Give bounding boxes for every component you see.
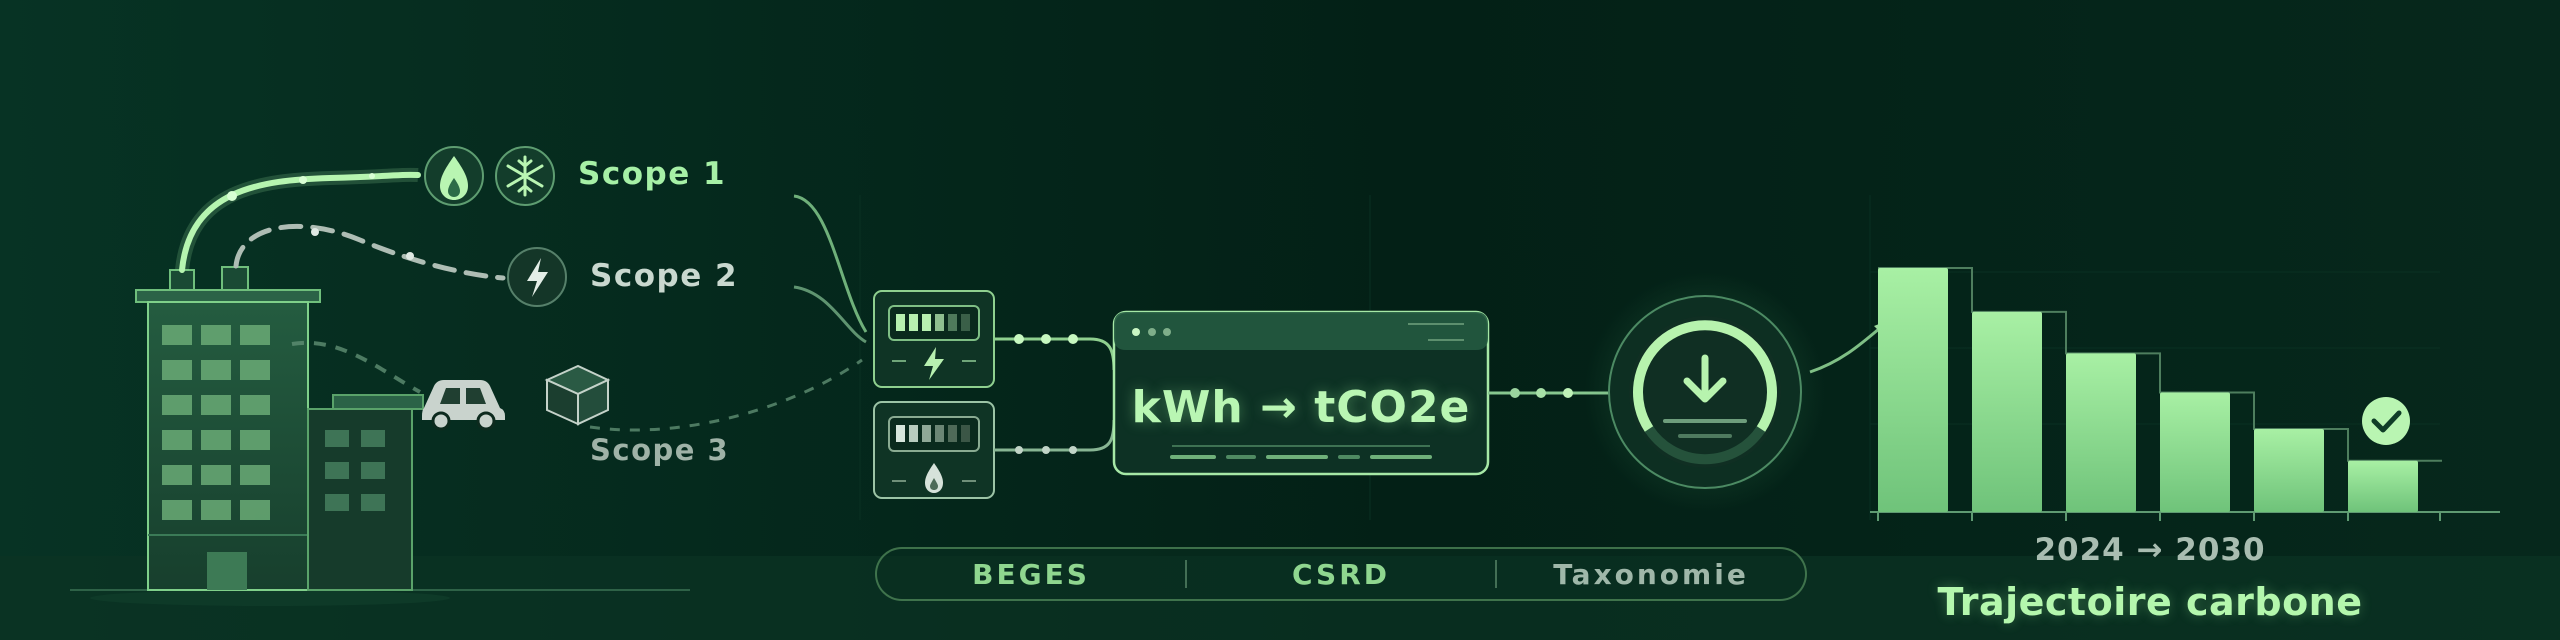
chart-bar [1972,311,2042,512]
gas-level-bars [896,425,970,442]
car-icon [422,380,505,431]
frameworks-pill: BEGES CSRD Taxonomie [875,547,1807,601]
scope3-flow-line [291,340,421,394]
checkmark-icon [2362,397,2410,445]
lightning-icon [924,347,944,380]
scope3-to-meter-line [589,358,863,432]
chart-bar [2160,392,2230,512]
scope2-flow-line [233,223,506,281]
annex-roof-box [332,394,424,410]
scope2-label: Scope 2 [590,258,739,294]
annex-building [307,408,413,591]
gas-meter [873,401,995,499]
scope3-label: Scope 3 [590,433,730,467]
framework-taxonomie: Taxonomie [1553,557,1749,591]
chart-step-outline [1878,267,2442,462]
gauge-arc [1633,320,1777,434]
annex-windows [325,430,385,511]
droplet-flame-icon [424,146,484,206]
chart-ticks [1877,512,2441,521]
chimney [221,266,249,293]
chimney [169,269,195,293]
scope1-label: Scope 1 [578,156,727,192]
building-shadow [90,590,450,606]
snowflake-icon [495,146,555,206]
door [207,552,247,590]
scope1-flow-line [175,167,421,273]
trajectory-years: 2024 → 2030 [2034,532,2266,568]
office-building [135,266,424,591]
droplet-flame-icon [925,463,943,493]
scope2-to-meter-line [793,285,867,344]
framework-csrd: CSRD [1291,557,1391,591]
trajectory-chart [1870,267,2500,521]
chart-bar [1878,268,1948,512]
conversion-window [1112,310,1490,476]
package-box-icon [544,364,611,426]
chart-bar [2254,429,2324,512]
lightning-icon [507,247,567,307]
electricity-level-bars [896,314,970,331]
trajectory-title: Trajectoire carbone [1937,580,2363,624]
chart-bars [1878,268,2418,512]
download-arrow-icon [1663,354,1747,438]
download-gauge [1585,272,1825,512]
pill-divider [1495,560,1497,588]
chart-bar [2348,460,2418,512]
framework-beges: BEGES [972,557,1090,591]
gauge-to-chart-arrow [1809,326,1881,374]
roof [135,289,321,303]
tower-windows [162,325,270,520]
scope1-to-meter-line [793,194,868,333]
pill-divider [1185,560,1187,588]
electricity-meter [873,290,995,388]
chart-bar [2066,353,2136,512]
conversion-label: kWh → tCO2e [1131,382,1471,433]
